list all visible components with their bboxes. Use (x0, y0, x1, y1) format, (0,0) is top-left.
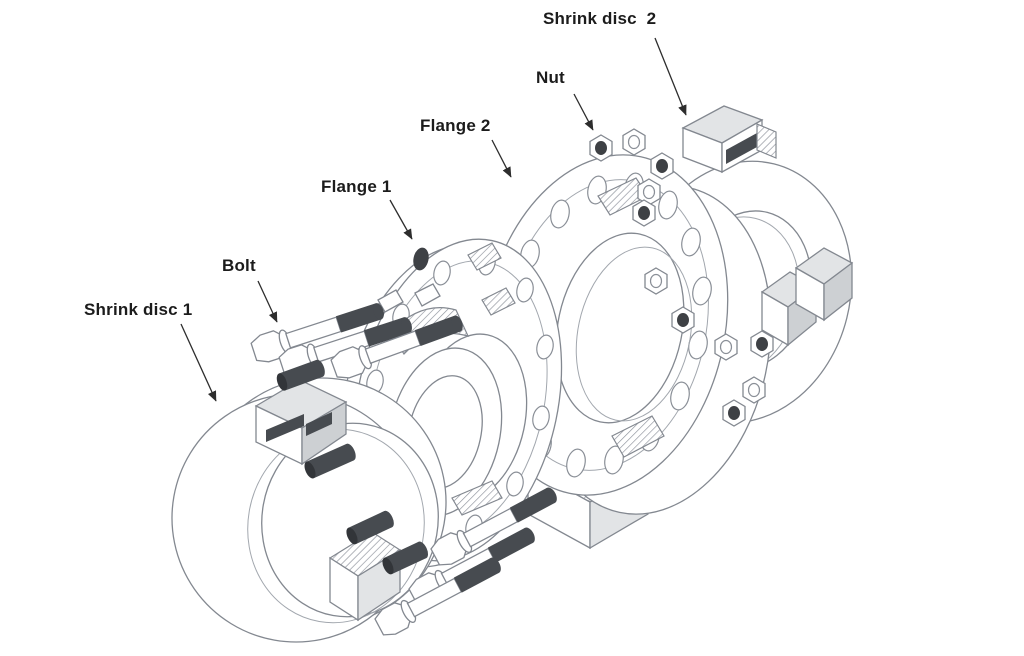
leader-arrow-nut (573, 93, 594, 131)
leader-arrow-flange-1 (389, 199, 413, 240)
label-flange-1: Flange 1 (321, 177, 392, 196)
label-shrink-disc-1: Shrink disc 1 (84, 300, 193, 319)
bolts-group (250, 303, 557, 636)
shrink-disc-2-top-clamp (681, 105, 777, 174)
label-flange-2: Flange 2 (420, 116, 491, 135)
leader-arrow-shrink-disc-2 (654, 37, 687, 116)
label-shrink-disc-2: Shrink disc 2 (543, 9, 657, 28)
nuts-group (589, 128, 774, 427)
leader-arrow-flange-2 (491, 139, 512, 178)
shrink-disc-2-side-clamp (760, 247, 854, 347)
label-nut: Nut (536, 68, 565, 87)
bolt-tip (276, 359, 325, 391)
bolt-tip (346, 510, 394, 545)
bolt-tip (382, 541, 429, 575)
shrink-disc-1-top-clamp (254, 379, 348, 466)
bolt-tip (304, 443, 356, 479)
leader-arrow-shrink-disc-1 (180, 323, 217, 402)
leader-arrow-bolt (257, 280, 278, 323)
label-bolt: Bolt (222, 256, 256, 275)
